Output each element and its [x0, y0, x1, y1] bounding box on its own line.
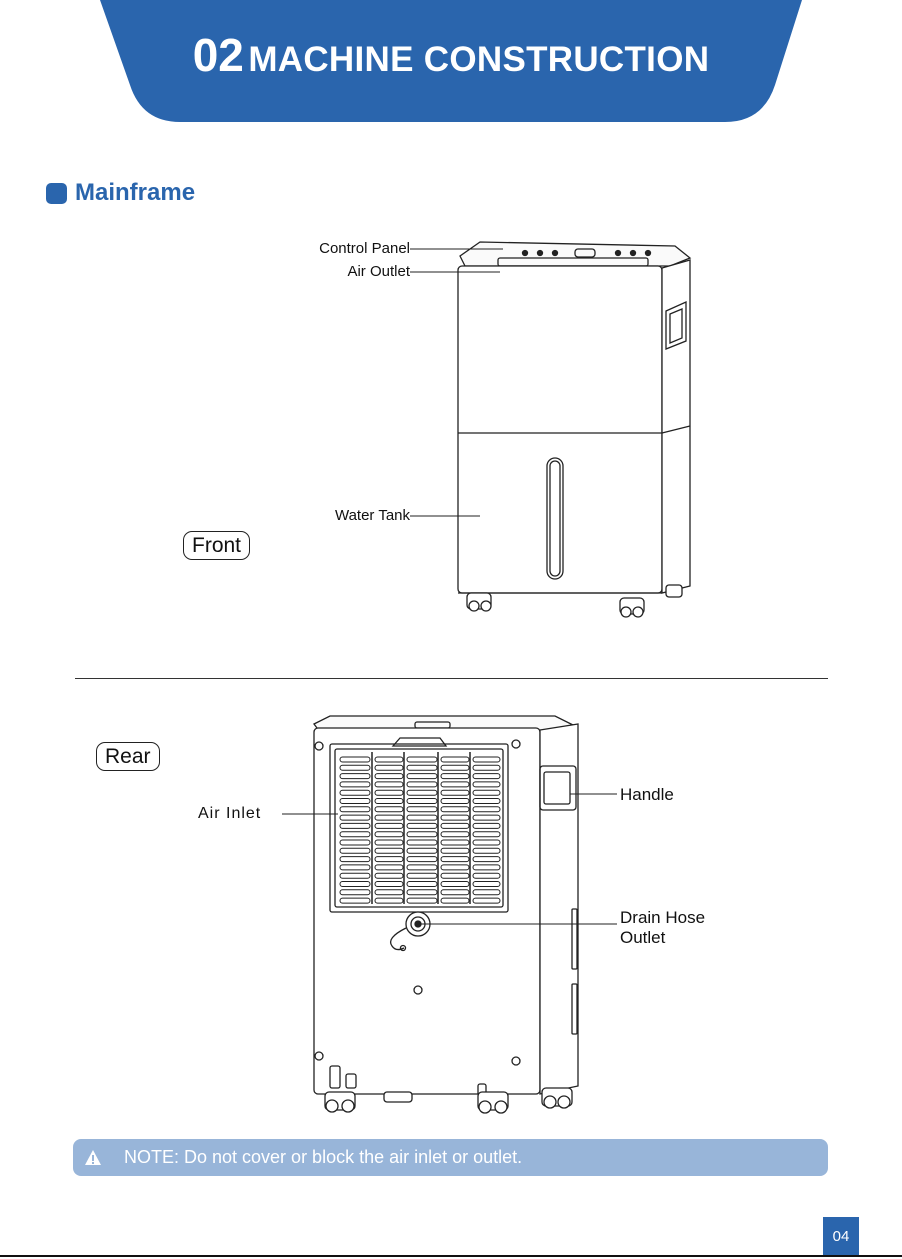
label-air-inlet: Air Inlet	[198, 805, 261, 823]
rear-callout-lines	[280, 790, 620, 930]
front-view-tag: Front	[183, 531, 250, 560]
section-divider	[75, 678, 828, 679]
label-water-tank: Water Tank	[335, 507, 410, 524]
bottom-rule	[0, 1255, 902, 1257]
label-drain-hose-outlet: Drain Hose Outlet	[620, 908, 705, 948]
note-text: NOTE: Do not cover or block the air inle…	[124, 1147, 522, 1168]
label-air-outlet: Air Outlet	[347, 263, 410, 280]
page-title: 02 MACHINE CONSTRUCTION	[0, 28, 902, 82]
front-callout-lines	[408, 240, 508, 530]
rear-view-tag: Rear	[96, 742, 160, 771]
label-drain-line-2: Outlet	[620, 928, 705, 948]
label-drain-line-1: Drain Hose	[620, 908, 705, 928]
chapter-title: MACHINE CONSTRUCTION	[248, 40, 709, 79]
label-control-panel: Control Panel	[319, 240, 410, 257]
chapter-number: 02	[193, 29, 244, 81]
page-number: 04	[823, 1217, 859, 1255]
section-title: Mainframe	[75, 179, 195, 207]
section-bullet-icon	[46, 183, 67, 204]
warning-icon	[84, 1149, 102, 1166]
label-handle: Handle	[620, 785, 674, 805]
